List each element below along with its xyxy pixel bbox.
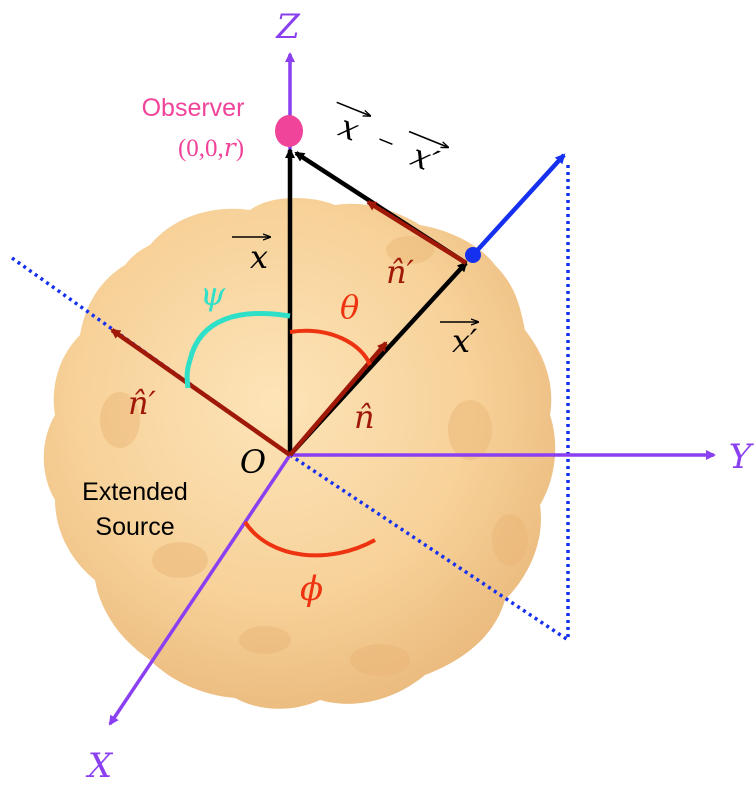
vector-diff-label: x − x′ (334, 101, 447, 181)
blob-bumps (100, 236, 528, 676)
n-hat-prime-right-label: n̂′ (386, 253, 415, 291)
vector-x-prime-label: x′ (440, 322, 478, 360)
phi-label: ϕ (300, 569, 323, 609)
source-point (465, 247, 481, 263)
origin-label: O (240, 443, 266, 481)
phi-arc (243, 520, 376, 558)
source-label-line1: Extended (82, 478, 188, 506)
z-axis-label: Z (275, 7, 301, 47)
psi-label: ψ (200, 275, 226, 313)
source-label-line2: Source (95, 513, 174, 541)
n-hat-label: n̂ (354, 398, 375, 436)
x-axis-label: X (85, 746, 114, 786)
theta-arc (289, 328, 372, 366)
x-axis (108, 454, 292, 726)
y-axis-label: Y (729, 437, 755, 477)
observer-point (275, 115, 303, 147)
svg-text:−: − (372, 124, 400, 161)
observer-label: Observer (142, 94, 245, 122)
n-hat-prime-left-label: n̂′ (128, 384, 157, 422)
theta-label: θ (340, 288, 359, 326)
vector-n-hat-prime-left (110, 328, 292, 457)
vector-x-label: x (232, 237, 270, 276)
blue-vector (471, 153, 566, 257)
svg-text:x: x (334, 107, 365, 149)
observer-coords: (0,0,r) (178, 133, 244, 162)
psi-arc (184, 311, 291, 389)
svg-text:x′: x′ (452, 322, 478, 360)
vector-n-hat-prime-right (366, 200, 468, 265)
svg-text:x: x (250, 238, 268, 276)
